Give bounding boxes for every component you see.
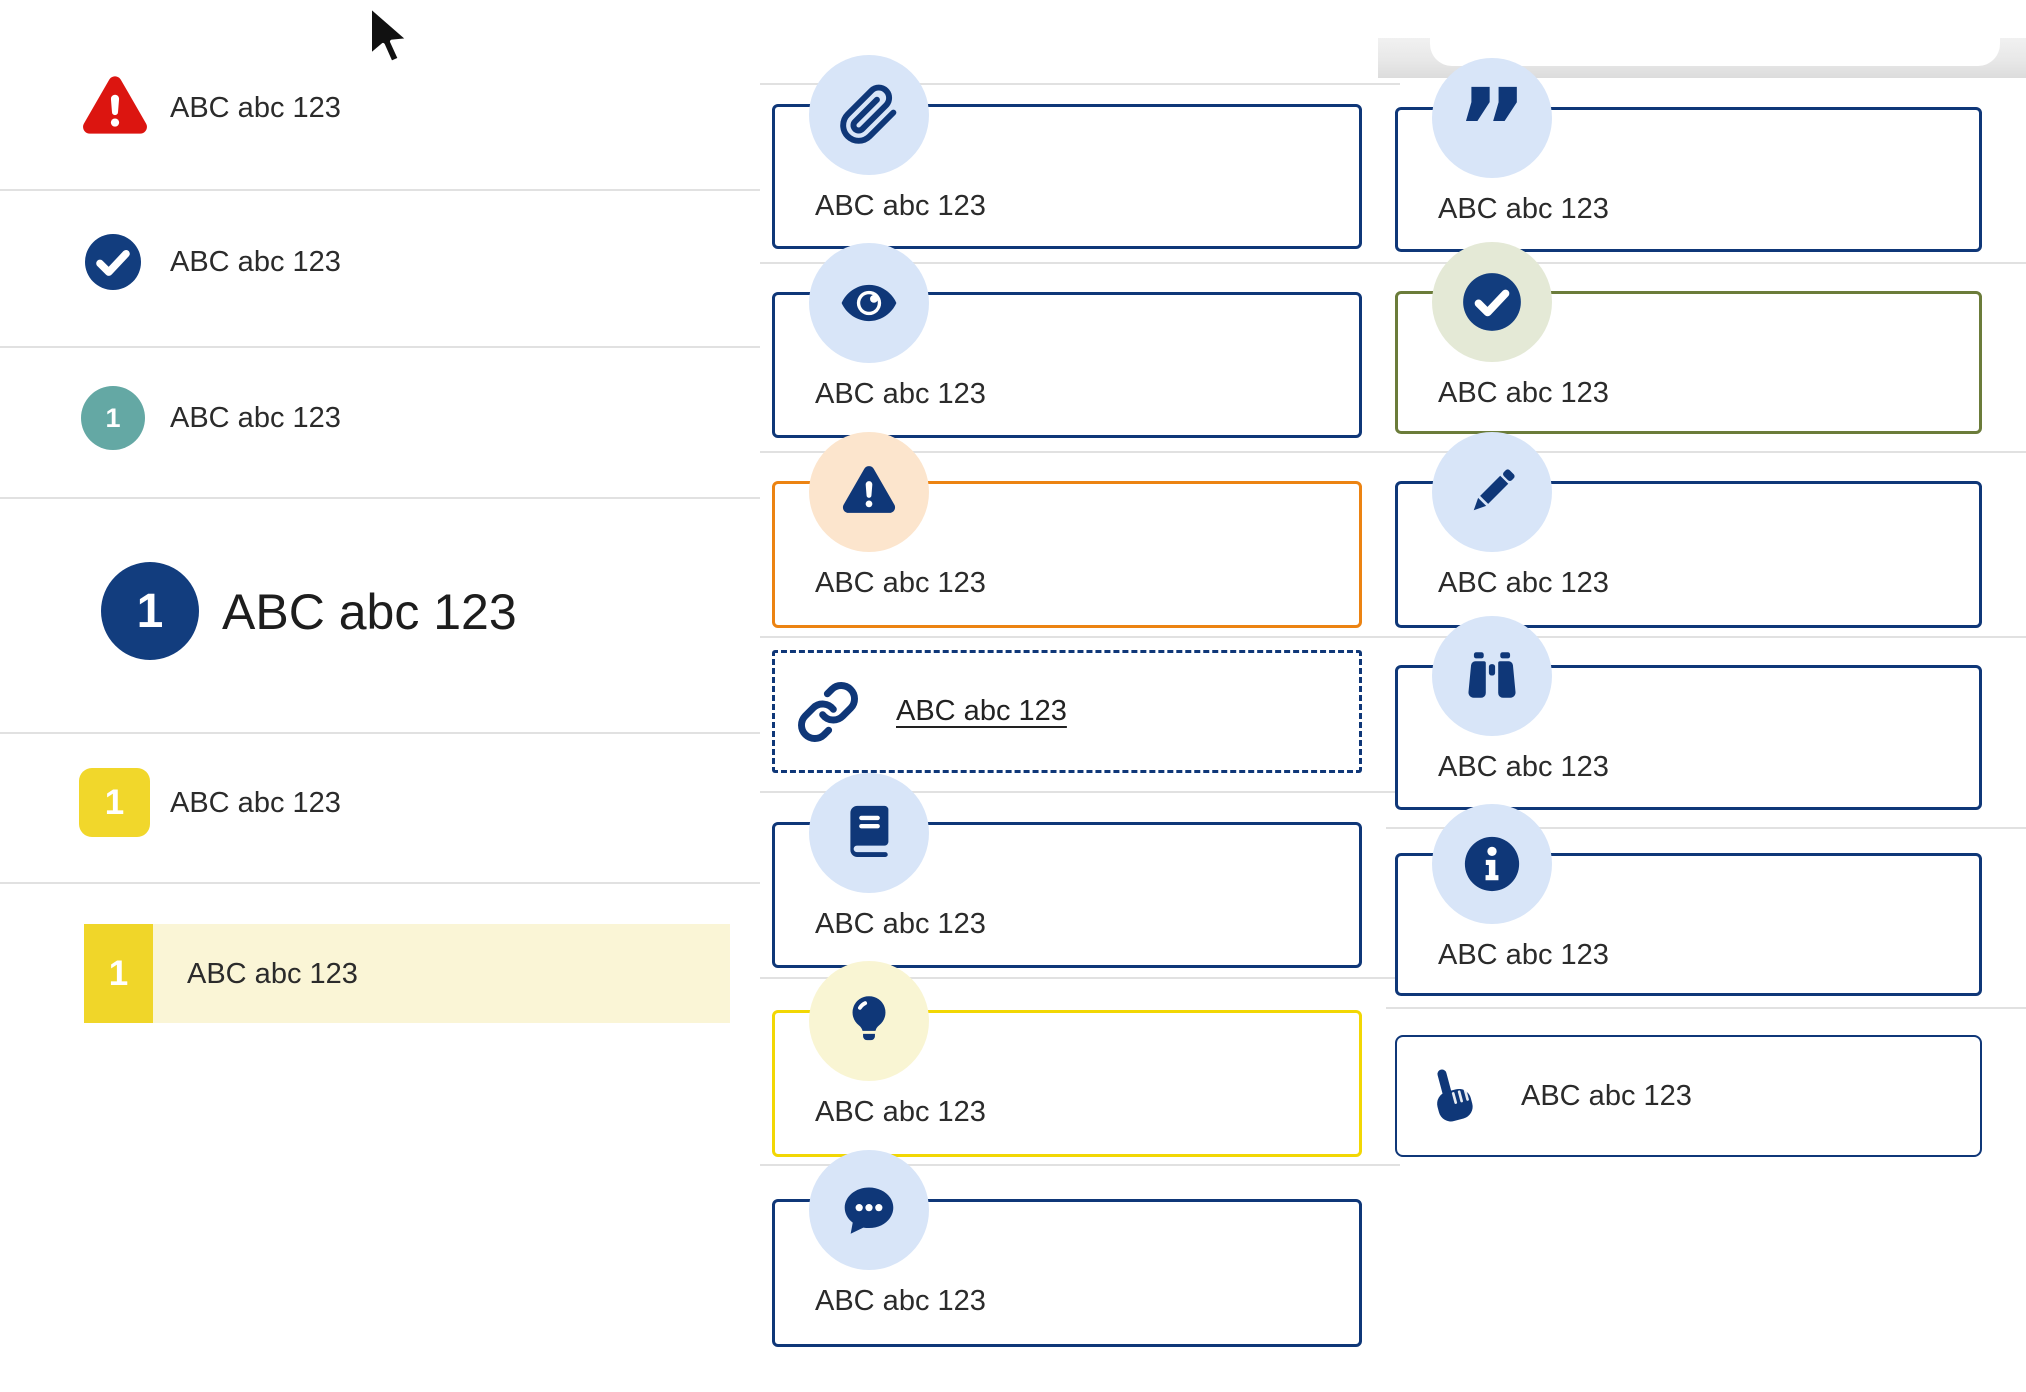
divider xyxy=(0,497,760,499)
callout-visibility: ABC abc 123 xyxy=(772,243,1362,438)
callout-success: ABC abc 123 xyxy=(1395,242,1982,434)
callout-text: ABC abc 123 xyxy=(815,190,986,222)
callout-link-text[interactable]: ABC abc 123 xyxy=(896,695,1067,727)
divider xyxy=(1386,636,2026,638)
info-icon xyxy=(1464,836,1520,892)
divider xyxy=(0,189,760,191)
callout-attachment: ABC abc 123 xyxy=(772,55,1362,249)
callout-text: ABC abc 123 xyxy=(815,1285,986,1317)
chat-bubble-icon xyxy=(844,1187,894,1234)
number-badge: 1 xyxy=(81,386,145,450)
callout-link[interactable]: ABC abc 123 xyxy=(772,650,1362,773)
binoculars-icon xyxy=(1468,652,1516,698)
list-item-label: ABC abc 123 xyxy=(187,958,358,990)
divider xyxy=(1386,827,2026,829)
divider xyxy=(1386,262,2026,264)
callout-text: ABC abc 123 xyxy=(815,378,986,410)
icon-badge xyxy=(1432,804,1552,924)
list-item-label: ABC abc 123 xyxy=(170,246,341,278)
callout-warning: ABC abc 123 xyxy=(772,432,1362,628)
warning-triangle-icon xyxy=(842,466,896,513)
number-badge: 1 xyxy=(84,924,153,1023)
pencil-icon xyxy=(1473,469,1515,511)
divider xyxy=(760,1164,1400,1166)
divider xyxy=(0,882,760,884)
icon-badge xyxy=(1432,616,1552,736)
list-item-label: ABC abc 123 xyxy=(170,92,341,124)
link-icon xyxy=(798,681,858,742)
divider xyxy=(760,636,1400,638)
lightbulb-icon xyxy=(852,996,886,1041)
eye-icon xyxy=(841,284,897,322)
icon-badge xyxy=(809,773,929,893)
hand-pointer-icon xyxy=(1437,1069,1473,1122)
divider xyxy=(0,732,760,734)
check-circle-icon xyxy=(1463,273,1521,331)
paperclip-icon xyxy=(840,84,897,144)
divider xyxy=(0,346,760,348)
icon-badge xyxy=(809,432,929,552)
callout-discover: ABC abc 123 xyxy=(1395,616,1982,810)
divider xyxy=(760,83,1400,85)
check-circle-icon xyxy=(85,234,141,290)
callout-text: ABC abc 123 xyxy=(1438,939,1609,971)
callout-text: ABC abc 123 xyxy=(815,567,986,599)
callout-text: ABC abc 123 xyxy=(1438,377,1609,409)
callout-text: ABC abc 123 xyxy=(1438,567,1609,599)
callout-info: ABC abc 123 xyxy=(1395,804,1982,996)
list-item-label: ABC abc 123 xyxy=(170,402,341,434)
number-badge: 1 xyxy=(101,562,199,660)
callout-comment: ABC abc 123 xyxy=(772,1150,1362,1347)
icon-badge xyxy=(1432,432,1552,552)
divider xyxy=(1386,1007,2026,1009)
icon-badge xyxy=(809,243,929,363)
icon-badge: ” xyxy=(1432,58,1552,184)
callout-text: ABC abc 123 xyxy=(1438,193,1609,225)
quote-icon: ” xyxy=(1455,65,1529,193)
icon-badge xyxy=(809,961,929,1081)
callout-action: ABC abc 123 xyxy=(1395,1035,1982,1157)
number-badge: 1 xyxy=(79,768,150,837)
icon-badge xyxy=(809,1150,929,1270)
callout-text: ABC abc 123 xyxy=(1521,1079,1692,1112)
callout-reference: ABC abc 123 xyxy=(772,773,1362,968)
divider xyxy=(760,451,1400,453)
divider xyxy=(760,791,1400,793)
list-item-label: ABC abc 123 xyxy=(222,584,517,640)
divider xyxy=(1386,451,2026,453)
callout-edit: ABC abc 123 xyxy=(1395,432,1982,628)
mouse-cursor xyxy=(368,4,411,65)
divider xyxy=(760,977,1400,979)
icon-badge xyxy=(1432,242,1552,362)
highlight-background xyxy=(84,924,730,1023)
callout-quote: ” ABC abc 123 xyxy=(1395,58,1982,252)
warning-triangle-icon xyxy=(83,76,147,134)
list-item-label: ABC abc 123 xyxy=(170,787,341,819)
callout-text: ABC abc 123 xyxy=(815,1096,986,1128)
divider xyxy=(760,262,1400,264)
book-icon xyxy=(850,805,889,858)
callout-text: ABC abc 123 xyxy=(815,908,986,940)
icon-badge xyxy=(809,55,929,175)
scroll-peek-card xyxy=(1430,0,2000,66)
callout-tip: ABC abc 123 xyxy=(772,961,1362,1157)
callout-text: ABC abc 123 xyxy=(1438,751,1609,783)
